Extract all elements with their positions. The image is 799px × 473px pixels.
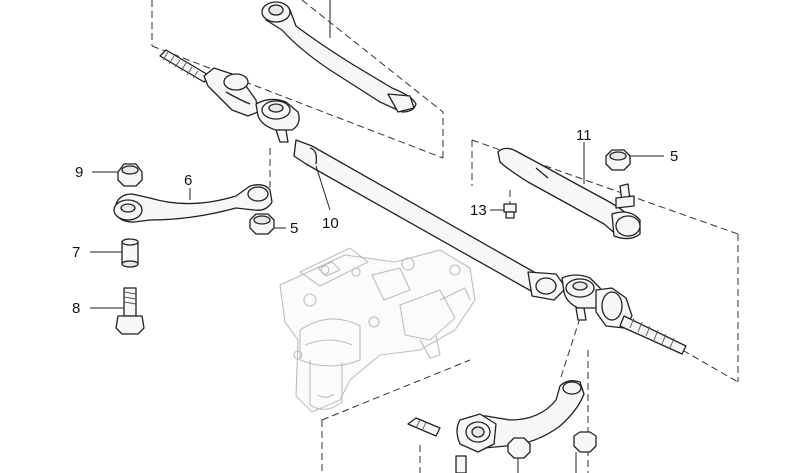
drag-link [261, 0, 417, 113]
bolt-13 [490, 203, 517, 219]
callout-11: 11 [576, 127, 592, 144]
callout-9: 9 [75, 164, 83, 181]
nut-9 [92, 163, 143, 187]
bolt-8 [90, 287, 145, 335]
steering-gear-box [279, 247, 476, 413]
nut-5-right [605, 149, 664, 171]
callout-7: 7 [72, 244, 80, 261]
callout-8: 8 [72, 300, 80, 317]
callout-6: 6 [184, 172, 192, 189]
bushing-7 [90, 238, 139, 268]
callout-5-left: 5 [290, 220, 298, 237]
nut-5-left [249, 213, 286, 235]
pitman-arm [407, 380, 597, 473]
tie-rod-end-11 [497, 142, 641, 240]
callout-13: 13 [470, 202, 487, 219]
callout-10: 10 [322, 215, 339, 232]
tie-rod-tube [293, 139, 567, 301]
tie-rod-end-left [159, 49, 300, 143]
idler-arm-6 [113, 184, 273, 223]
tie-rod-end-right-lower [561, 274, 687, 355]
callout-5-right: 5 [670, 148, 678, 165]
assembly-frame-top [151, 0, 444, 159]
